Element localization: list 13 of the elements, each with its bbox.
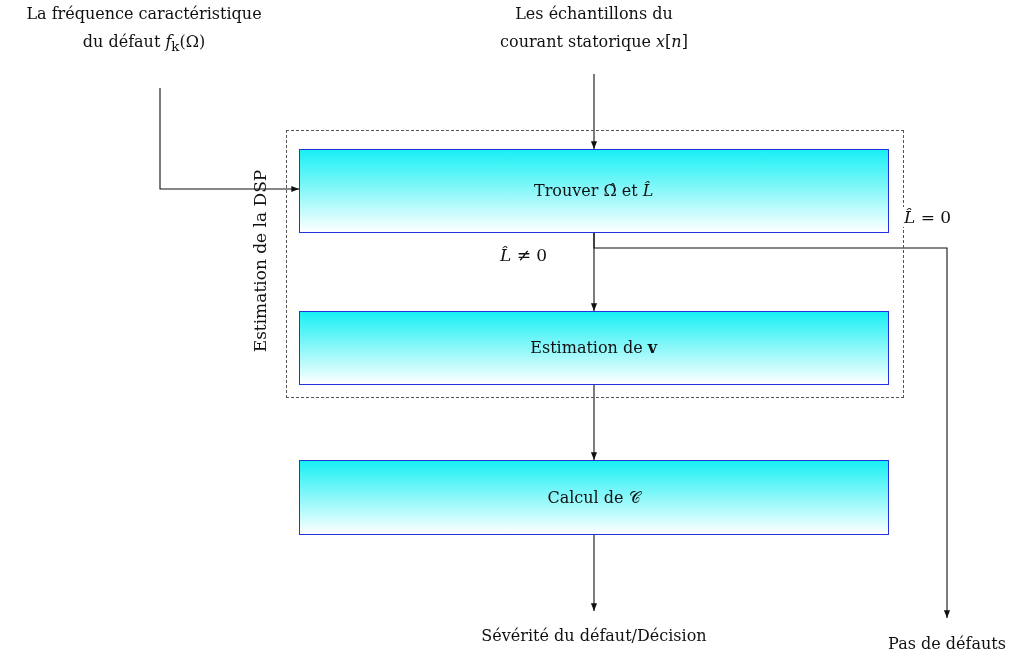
io-text: La fréquence caractéristique du défaut f$_{k}$(Ω) [19, 0, 269, 59]
arrow [159, 87, 300, 193]
arrow [593, 232, 951, 619]
process-box: Estimation de v [298, 310, 889, 385]
process-box: Trouver Ω̂ et L̂ [298, 148, 889, 233]
io-text: Les échantillons du courant statorique x[n] [486, 0, 702, 56]
arrow [590, 534, 598, 612]
process-box: Calcul de 𝒞 [299, 460, 889, 535]
io-text: Pas de défauts [867, 630, 1027, 658]
io-text: Sévérité du défaut/Décision [434, 622, 754, 650]
group-title: Estimation de la DSP [250, 169, 271, 353]
arrow [590, 73, 598, 150]
arrow [590, 384, 598, 461]
